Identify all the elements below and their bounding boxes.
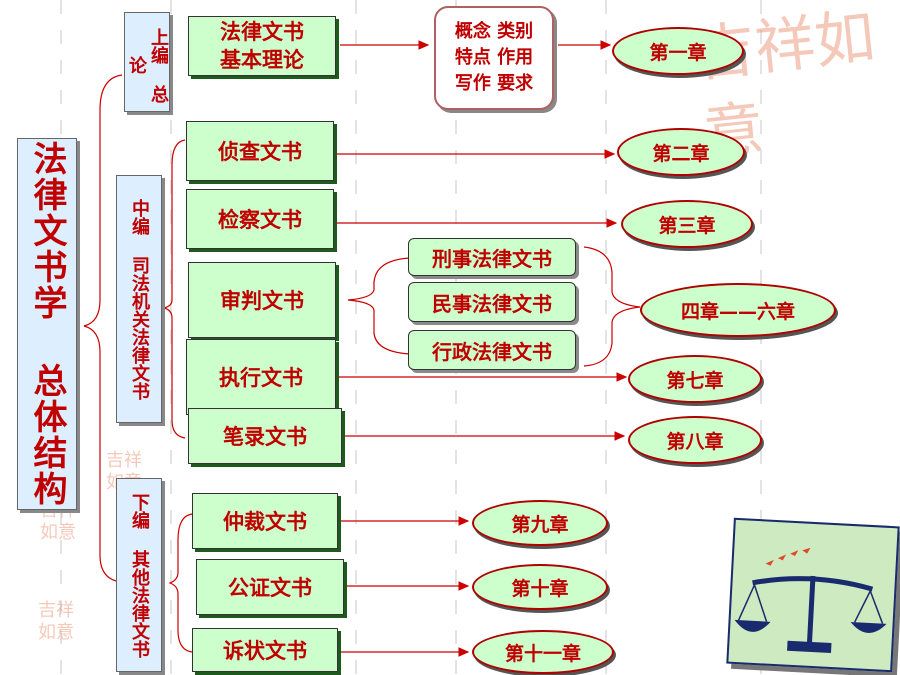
concepts-box: 概念 类别 特点 作用 写作 要求 — [434, 6, 554, 110]
trial-right-brace — [583, 246, 641, 367]
trial-sub-label: 民事法律文书 — [432, 291, 552, 316]
section-lower-box: 下编 其他法律文书 — [116, 478, 162, 672]
root-title: 法律文书学 总体结构 — [27, 141, 67, 507]
middle-brace — [163, 139, 186, 439]
doc-box-procuratorate: 检察文书 — [186, 189, 334, 249]
root-title-box: 法律文书学 总体结构 — [17, 138, 77, 510]
bottom-brace — [168, 513, 193, 653]
seal-text: 吉祥如意 — [38, 600, 74, 643]
trial-sub-administrative: 行政法律文书 — [408, 330, 576, 370]
main-brace — [83, 74, 123, 583]
basic-theory-box: 法律文书 基本理论 — [188, 16, 336, 76]
section-lower-label: 下编 其他法律文书 — [129, 492, 150, 658]
section-middle-label: 中编 司法机关法律文书 — [129, 198, 150, 400]
chapter-oval-1: 第一章 — [612, 27, 744, 75]
section-middle-box: 中编 司法机关法律文书 — [116, 175, 162, 423]
doc-box-investigation: 侦查文书 — [186, 121, 334, 181]
chapter-oval-4-6: 四章——六章 — [640, 283, 836, 337]
section-upper-box: 上编 总论 — [124, 12, 170, 112]
doc-box-arbitration: 仲裁文书 — [192, 493, 338, 549]
chapter-label: 第一章 — [649, 41, 707, 64]
doc-box-trial: 审判文书 — [188, 262, 336, 338]
chapter-oval-2: 第二章 — [617, 128, 745, 176]
chapter-label: 第二章 — [652, 142, 710, 165]
trial-sub-criminal: 刑事法律文书 — [408, 238, 576, 276]
doc-label: 侦查文书 — [218, 140, 302, 164]
doc-label: 公证文书 — [228, 576, 312, 600]
chapter-label: 第十章 — [511, 577, 569, 600]
section-upper-label: 上编 总论 — [126, 27, 169, 103]
chapter-label: 第九章 — [511, 513, 569, 536]
basic-theory-line1: 法律文书 — [220, 20, 304, 44]
trial-sub-label: 行政法律文书 — [432, 339, 552, 364]
chapter-label: 四章——六章 — [680, 300, 795, 323]
chapter-oval-8: 第八章 — [628, 416, 762, 464]
chapter-label: 第七章 — [666, 369, 724, 392]
chapter-oval-7: 第七章 — [628, 355, 762, 403]
chapter-oval-10: 第十章 — [472, 564, 608, 610]
doc-box-notary: 公证文书 — [196, 559, 344, 615]
chapter-label: 第三章 — [658, 214, 716, 237]
seal-decoration-small-3: 吉祥如意 — [38, 600, 86, 644]
concept-line: 写作 要求 — [454, 73, 534, 94]
trial-sub-civil: 民事法律文书 — [408, 282, 576, 322]
doc-label: 审判文书 — [220, 289, 304, 313]
chapter-oval-9: 第九章 — [472, 500, 608, 546]
chapter-oval-3: 第三章 — [621, 200, 753, 248]
doc-label: 执行文书 — [219, 366, 303, 390]
trial-sub-label: 刑事法律文书 — [432, 246, 552, 271]
scales-of-justice-icon — [726, 517, 900, 673]
doc-label: 笔录文书 — [223, 425, 307, 449]
basic-theory-line2: 基本理论 — [220, 48, 304, 72]
chapter-label: 第八章 — [666, 430, 724, 453]
trial-left-brace — [347, 257, 411, 355]
doc-label: 检察文书 — [218, 208, 302, 232]
chapter-label: 第十一章 — [504, 642, 581, 665]
doc-box-complaint: 诉状文书 — [192, 628, 338, 672]
chapter-oval-11: 第十一章 — [472, 630, 614, 674]
concept-line: 特点 作用 — [454, 47, 534, 68]
doc-label: 诉状文书 — [223, 639, 307, 663]
doc-label: 仲裁文书 — [223, 510, 307, 534]
doc-box-execution: 执行文书 — [186, 339, 336, 415]
doc-box-record: 笔录文书 — [188, 408, 342, 464]
concept-line: 概念 类别 — [454, 21, 534, 42]
